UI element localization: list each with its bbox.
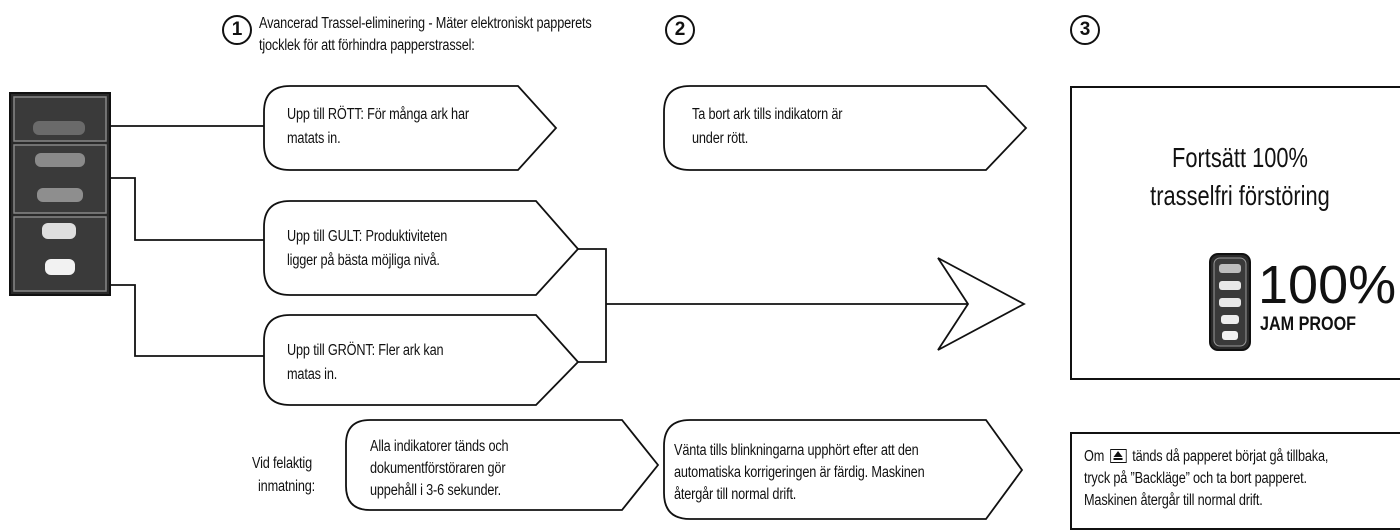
misfeed-symptom-line3: uppehåll i 3-6 sekunder. [370,482,502,499]
indicator-yellow-line1: Upp till GULT: Produktiviteten [287,228,448,245]
callout-wait [663,419,1024,520]
misfeed-label-line2: inmatning: [258,478,316,495]
jam-proof-meter-icon [1209,253,1251,351]
indicator-green-line2: matas in. [287,366,338,383]
remove-sheets-line2: under rött. [692,130,749,147]
misfeed-action-line1: Vänta tills blinkningarna upphört efter … [674,442,919,459]
indicator-red-line2: matats in. [287,130,341,147]
reverse-note-line2: tryck på ”Backläge” och ta bort papperet… [1084,470,1307,487]
jam-proof-percent: 100% [1258,255,1397,315]
reverse-note-line1-post: tänds då papperet börjat gå tillbaka, [1132,448,1329,465]
callout-remove [663,85,1028,171]
reverse-note-line1: Om tänds då papperet börjat gå tillbaka, [1084,446,1328,468]
misfeed-label-line1: Vid felaktig [252,455,312,472]
remove-sheets-line1: Ta bort ark tills indikatorn är [692,106,843,123]
step-2-badge: 2 [665,15,695,45]
misfeed-symptom-line2: dokumentförstöraren gör [370,460,506,477]
step-1-heading-line1: Avancerad Trassel-eliminering - Mäter el… [259,15,592,32]
result-title-line2: trasselfri förstöring [1150,180,1330,211]
step-3-badge: 3 [1070,15,1100,45]
indicator-panel [9,92,111,296]
callout-symptom [345,419,660,511]
result-box: Fortsätt 100% trasselfri förstöring 100%… [1070,86,1400,380]
callout-red [263,85,558,171]
reverse-icon [1109,449,1127,463]
indicator-green-line1: Upp till GRÖNT: Fler ark kan [287,342,444,359]
big-arrow-head [937,257,1026,351]
misfeed-action-line3: återgår till normal drift. [674,486,797,503]
step-1-heading-line2: tjocklek för att förhindra papperstrasse… [259,37,475,54]
misfeed-action-line2: automatiska korrigeringen är färdig. Mas… [674,464,925,481]
reverse-note-line1-pre: Om [1084,448,1105,465]
reverse-note-box [1070,432,1400,530]
result-title-line1: Fortsätt 100% [1172,142,1308,173]
step-1-badge: 1 [222,15,252,45]
callout-yellow [263,200,580,296]
callout-green [263,314,580,406]
indicator-yellow-line2: ligger på bästa möjliga nivå. [287,252,440,269]
indicator-red-line1: Upp till RÖTT: För många ark har [287,106,469,123]
misfeed-symptom-line1: Alla indikatorer tänds och [370,438,509,455]
jam-proof-label: JAM PROOF [1260,314,1357,335]
reverse-note-line3: Maskinen återgår till normal drift. [1084,492,1263,509]
